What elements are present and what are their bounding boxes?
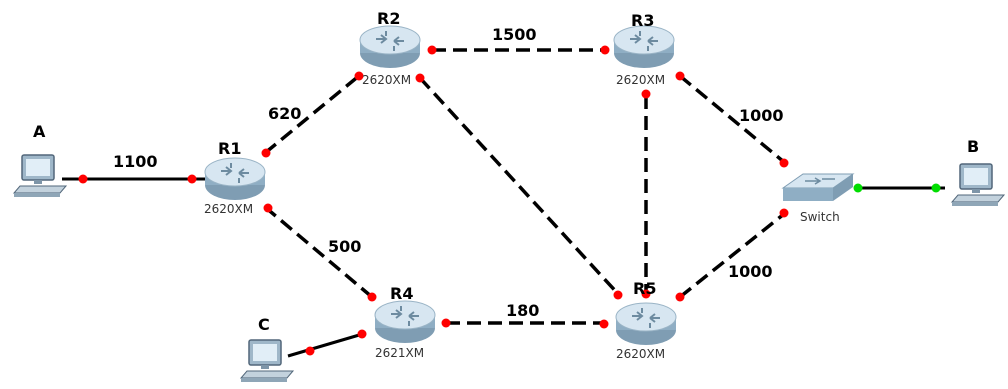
pc-a[interactable]: A <box>13 122 67 198</box>
device-name: B <box>967 137 979 156</box>
port-dot <box>263 203 273 213</box>
port-dot <box>599 319 609 329</box>
port-indicators <box>78 45 941 356</box>
pc-c[interactable]: C <box>240 315 294 383</box>
switch-icon <box>781 173 855 201</box>
router-r1[interactable]: R1 2620XM <box>204 139 266 216</box>
port-dot <box>357 329 367 339</box>
device-name: R5 <box>633 279 656 298</box>
port-dot <box>675 292 685 302</box>
device-model: Switch <box>800 210 840 224</box>
router-r2[interactable]: R2 2620XM <box>359 9 421 87</box>
router-icon <box>204 157 266 201</box>
device-name: R3 <box>631 11 654 30</box>
cost-label-r1-r2: 620 <box>268 104 301 123</box>
router-icon <box>359 25 421 69</box>
links <box>62 48 945 358</box>
switch[interactable]: Switch <box>781 173 855 224</box>
device-model: 2621XM <box>375 346 424 360</box>
device-model: 2620XM <box>616 347 665 361</box>
port-dot <box>613 290 623 300</box>
port-dot <box>675 71 685 81</box>
router-r3[interactable]: R3 2620XM <box>613 11 675 87</box>
router-icon <box>615 302 677 346</box>
cost-label-r5-switch: 1000 <box>728 262 773 281</box>
router-r5[interactable]: R5 2620XM <box>615 279 677 361</box>
port-dot <box>931 183 941 193</box>
link-costs: 1100 620 500 1500 1000 180 1000 <box>113 25 784 320</box>
port-dot <box>261 148 271 158</box>
port-dot <box>78 174 88 184</box>
cost-label-r1-r4: 500 <box>328 237 361 256</box>
link-r2-r5[interactable] <box>418 76 622 298</box>
device-model: 2620XM <box>362 73 411 87</box>
port-dot <box>427 45 437 55</box>
link-r5-switch[interactable] <box>678 212 786 299</box>
pc-icon <box>240 339 294 383</box>
link-r3-switch[interactable] <box>678 74 786 164</box>
link-c-r4[interactable] <box>287 331 367 358</box>
router-icon <box>613 25 675 69</box>
link-r1-r4[interactable] <box>263 205 374 299</box>
pc-icon <box>951 163 1005 207</box>
device-name: R1 <box>218 139 241 158</box>
port-dot <box>600 45 610 55</box>
cost-label-r3-switch: 1000 <box>739 106 784 125</box>
port-dot <box>187 174 197 184</box>
port-dot <box>415 73 425 83</box>
cost-label-r4-r5: 180 <box>506 301 539 320</box>
port-dot <box>853 183 863 193</box>
router-r4[interactable]: R4 2621XM <box>374 284 436 360</box>
pc-b[interactable]: B <box>951 137 1005 207</box>
port-dot <box>305 346 315 356</box>
device-name: R2 <box>377 9 400 28</box>
pc-icon <box>13 154 67 198</box>
port-dot <box>367 292 377 302</box>
port-dot <box>641 89 651 99</box>
cost-label-a-r1: 1100 <box>113 152 158 171</box>
device-name: R4 <box>390 284 413 303</box>
device-name: A <box>33 122 46 141</box>
port-dot <box>779 208 789 218</box>
port-dot <box>441 318 451 328</box>
port-dot <box>779 158 789 168</box>
device-model: 2620XM <box>616 73 665 87</box>
port-dot <box>354 71 364 81</box>
device-model: 2620XM <box>204 202 253 216</box>
router-icon <box>374 300 436 344</box>
port-dot <box>641 289 651 299</box>
cost-label-r2-r3: 1500 <box>492 25 537 44</box>
device-name: C <box>258 315 270 334</box>
